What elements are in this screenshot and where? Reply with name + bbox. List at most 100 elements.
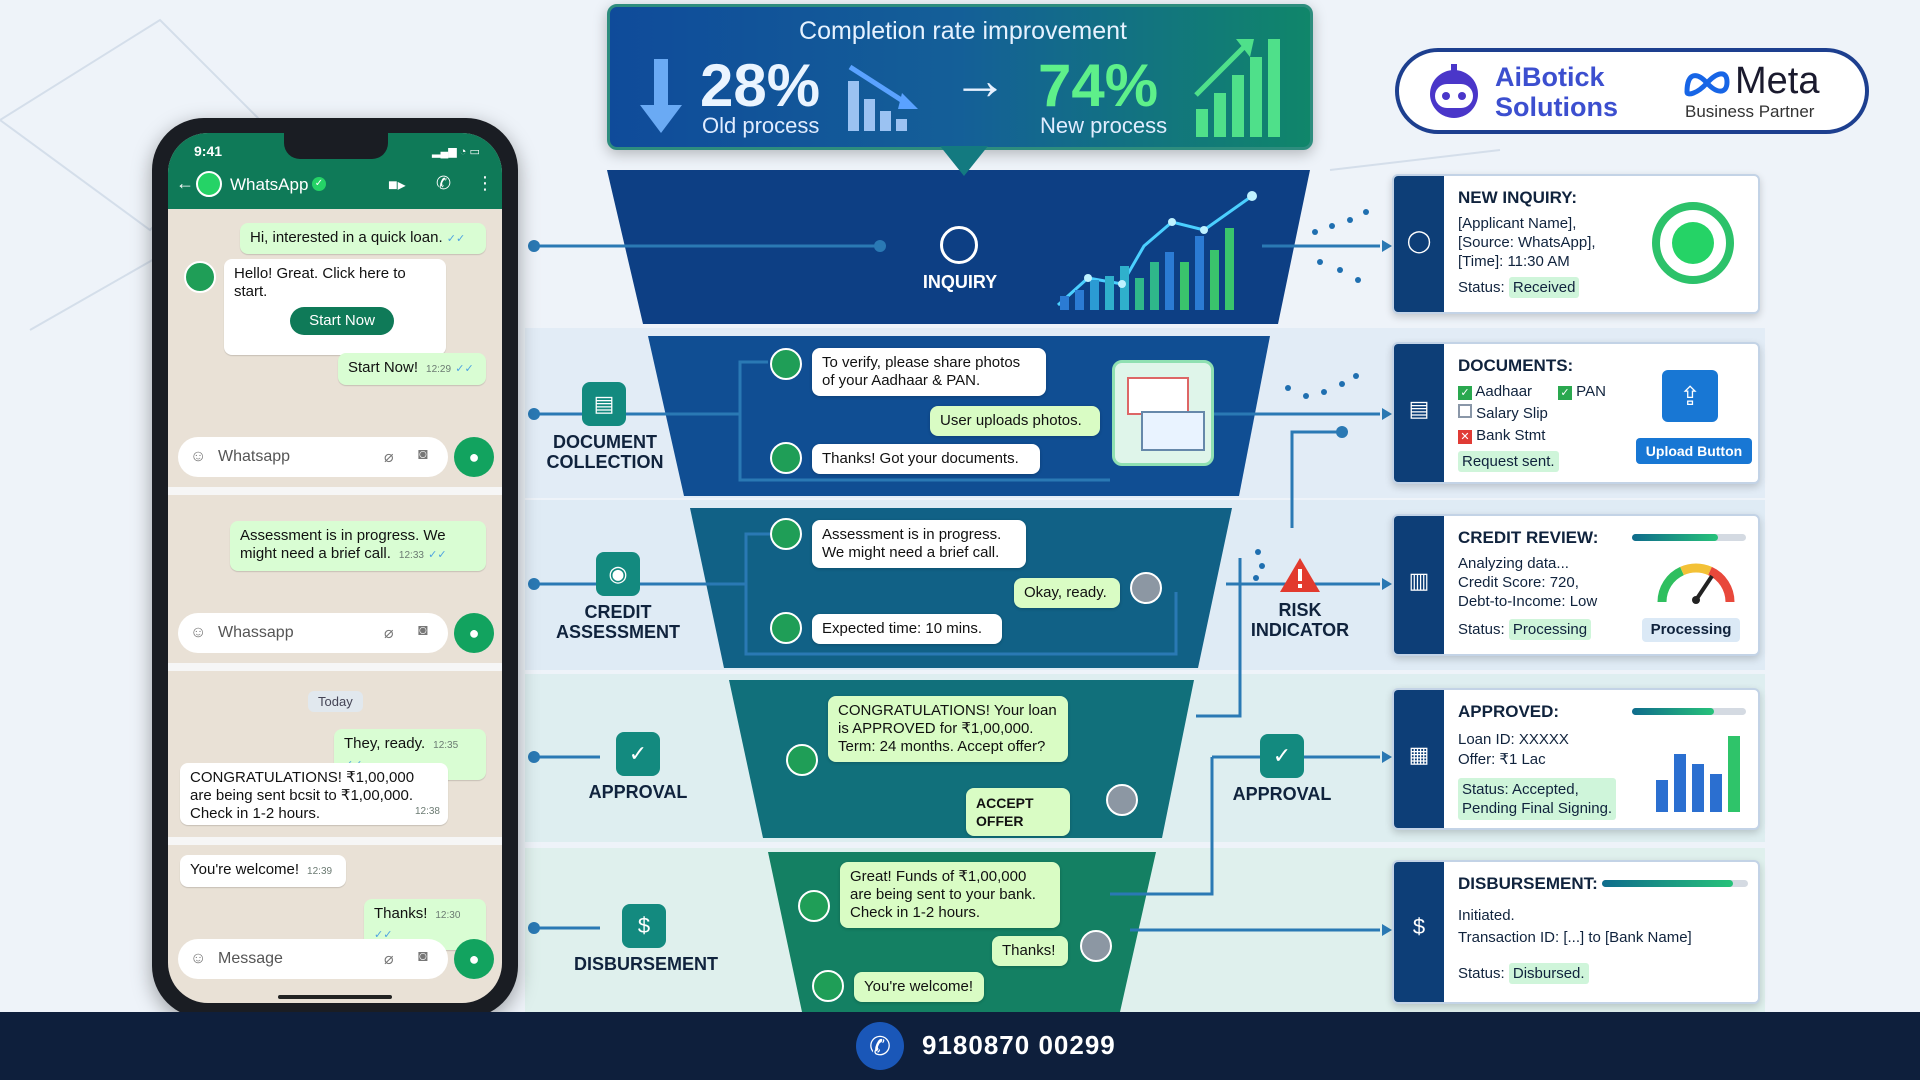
- user-message: Okay, ready.: [1014, 578, 1120, 608]
- accept-offer-button[interactable]: ACCEPT OFFER: [966, 788, 1070, 836]
- id-cards-image: [1112, 360, 1214, 466]
- card-status: Status: Processing: [1458, 619, 1592, 640]
- pan-card-icon: [1141, 411, 1205, 451]
- card-line: Debt-to-Income: Low: [1458, 593, 1598, 610]
- emoji-icon[interactable]: ☺: [190, 624, 207, 641]
- gauge-label: Processing: [1642, 618, 1740, 642]
- checkbox-rejected-icon: ✕: [1458, 430, 1472, 444]
- card-new-inquiry: ◯ NEW INQUIRY: [Applicant Name], [Source…: [1392, 174, 1760, 314]
- chat-msg-outgoing: Start Now!12:29 ✓✓: [338, 353, 486, 385]
- phone-screen: 9:41 ▂▄▆ ◔ ▭ ← WhatsApp ✓ ■▸ ✆ ⋮ Hi, int…: [168, 133, 502, 1003]
- approved-doc-icon: ▦: [1408, 742, 1430, 767]
- old-rate-label: Old process: [702, 113, 820, 138]
- bot-message: You're welcome!: [854, 972, 984, 1002]
- verified-badge-icon: ✓: [312, 177, 326, 191]
- bot-message: CONGRATULATIONS! Your loan is APPROVED f…: [828, 696, 1068, 762]
- doc-label: Bank Stmt: [1476, 427, 1546, 444]
- user-avatar: [1080, 930, 1112, 962]
- card-disbursement: $ DISBURSEMENT: Initiated. Transaction I…: [1392, 860, 1760, 1004]
- msg-time: 12:30: [435, 910, 461, 921]
- progress-fill: [1632, 708, 1715, 715]
- inquiry-growth-chart: [1056, 191, 1257, 310]
- doc-label: Aadhaar: [1475, 383, 1533, 400]
- more-options-icon[interactable]: ⋮: [476, 173, 494, 193]
- section-divider: [168, 837, 502, 845]
- checkbox-checked-icon: ✓: [1458, 386, 1472, 400]
- card-status: Status: Accepted,Pending Final Signing.: [1458, 778, 1617, 820]
- doc-item-bank-stmt[interactable]: ✕ Bank Stmt: [1458, 426, 1545, 445]
- whatsapp-icon: [770, 518, 802, 550]
- card-note: Request sent.: [1458, 451, 1559, 472]
- approval-bars-icon: [1656, 736, 1740, 812]
- card-status: Status: Disbursed.: [1458, 963, 1589, 984]
- bot-message: Thanks! Got your documents.: [812, 444, 1040, 474]
- doc-item-aadhaar[interactable]: ✓ Aadhaar: [1458, 382, 1532, 401]
- user-avatar: [1106, 784, 1138, 816]
- approval-right-label: APPROVAL: [1232, 784, 1332, 804]
- money-hand-icon: $: [622, 904, 666, 948]
- camera-icon[interactable]: ◙: [418, 446, 428, 463]
- doc-label: PAN: [1576, 383, 1606, 400]
- camera-icon[interactable]: ◙: [418, 948, 428, 965]
- status-label: Status:: [1458, 621, 1505, 638]
- card-title: DOCUMENTS:: [1458, 356, 1574, 375]
- growth-bars-icon: [1194, 39, 1280, 137]
- phone-icon[interactable]: ✆: [856, 1022, 904, 1070]
- doc-item-salary-slip[interactable]: Salary Slip: [1458, 404, 1548, 423]
- phone-call-icon[interactable]: ✆: [436, 173, 452, 193]
- card-line: [Time]: 11:30 AM: [1458, 253, 1570, 270]
- video-call-icon[interactable]: ■▸: [388, 177, 406, 194]
- whatsapp-logo-icon: [1652, 202, 1734, 284]
- warning-icon: [1280, 558, 1320, 592]
- attach-icon[interactable]: ⌀: [384, 625, 394, 642]
- message-input[interactable]: Whassapp: [178, 613, 448, 653]
- label-line: COLLECTION: [546, 452, 664, 472]
- msg-text: You're welcome!: [190, 861, 300, 878]
- money-icon: $: [1412, 914, 1426, 939]
- doc-item-pan[interactable]: ✓ PAN: [1558, 382, 1606, 401]
- aibotick-name: AiBotick: [1495, 62, 1605, 92]
- card-line: Offer: ₹1 Lac: [1458, 751, 1546, 768]
- approval-hand-icon: ✓: [1260, 734, 1304, 778]
- whatsapp-icon: [770, 348, 802, 380]
- whatsapp-icon: [770, 612, 802, 644]
- chat-msg-outgoing: Hi, interested in a quick loan. ✓✓: [240, 223, 486, 254]
- card-strip: ▦: [1394, 690, 1444, 828]
- read-ticks-icon: ✓✓: [374, 929, 393, 941]
- start-now-button[interactable]: Start Now: [290, 307, 394, 335]
- whatsapp-icon: [812, 970, 844, 1002]
- attach-icon[interactable]: ⌀: [384, 951, 394, 968]
- bot-message: To verify, please share photos of your A…: [812, 348, 1046, 396]
- mic-button[interactable]: ●: [454, 437, 494, 477]
- approval-label: APPROVAL: [588, 782, 688, 802]
- whatsapp-header: 9:41 ▂▄▆ ◔ ▭ ← WhatsApp ✓ ■▸ ✆ ⋮: [168, 133, 502, 209]
- card-status: Status: Received: [1458, 277, 1580, 298]
- message-input[interactable]: Message: [178, 939, 448, 979]
- user-icon: ◯: [1406, 228, 1432, 253]
- user-avatar: [1130, 572, 1162, 604]
- back-arrow-icon[interactable]: ←: [176, 173, 194, 193]
- status-label: Status:: [1462, 781, 1509, 798]
- meta-subtitle: Business Partner: [1685, 102, 1815, 121]
- mic-button[interactable]: ●: [454, 613, 494, 653]
- camera-icon[interactable]: ◙: [418, 622, 428, 639]
- emoji-icon[interactable]: ☺: [190, 448, 207, 465]
- attach-icon[interactable]: ⌀: [384, 449, 394, 466]
- upload-button[interactable]: Upload Button: [1636, 438, 1752, 464]
- document-icon: ▤: [582, 382, 626, 426]
- label-line: CREDIT: [584, 602, 652, 622]
- credit-progress-bar: [1632, 534, 1746, 541]
- mic-button[interactable]: ●: [454, 939, 494, 979]
- message-input[interactable]: Whatsapp: [178, 437, 448, 477]
- card-credit-review: ▥ CREDIT REVIEW: Analyzing data... Credi…: [1392, 514, 1760, 656]
- emoji-icon[interactable]: ☺: [190, 950, 207, 967]
- chat-msg-outgoing: Assessment is in progress. We might need…: [230, 521, 486, 571]
- upload-icon[interactable]: ⇪: [1662, 370, 1718, 422]
- contact-phone-number[interactable]: 9180870 00299: [922, 1030, 1116, 1060]
- card-line: [Applicant Name],: [1458, 215, 1577, 232]
- msg-text: Assessment is in progress. We might need…: [240, 527, 446, 562]
- status-badge: Request sent.: [1458, 451, 1559, 472]
- card-title: NEW INQUIRY:: [1458, 188, 1577, 207]
